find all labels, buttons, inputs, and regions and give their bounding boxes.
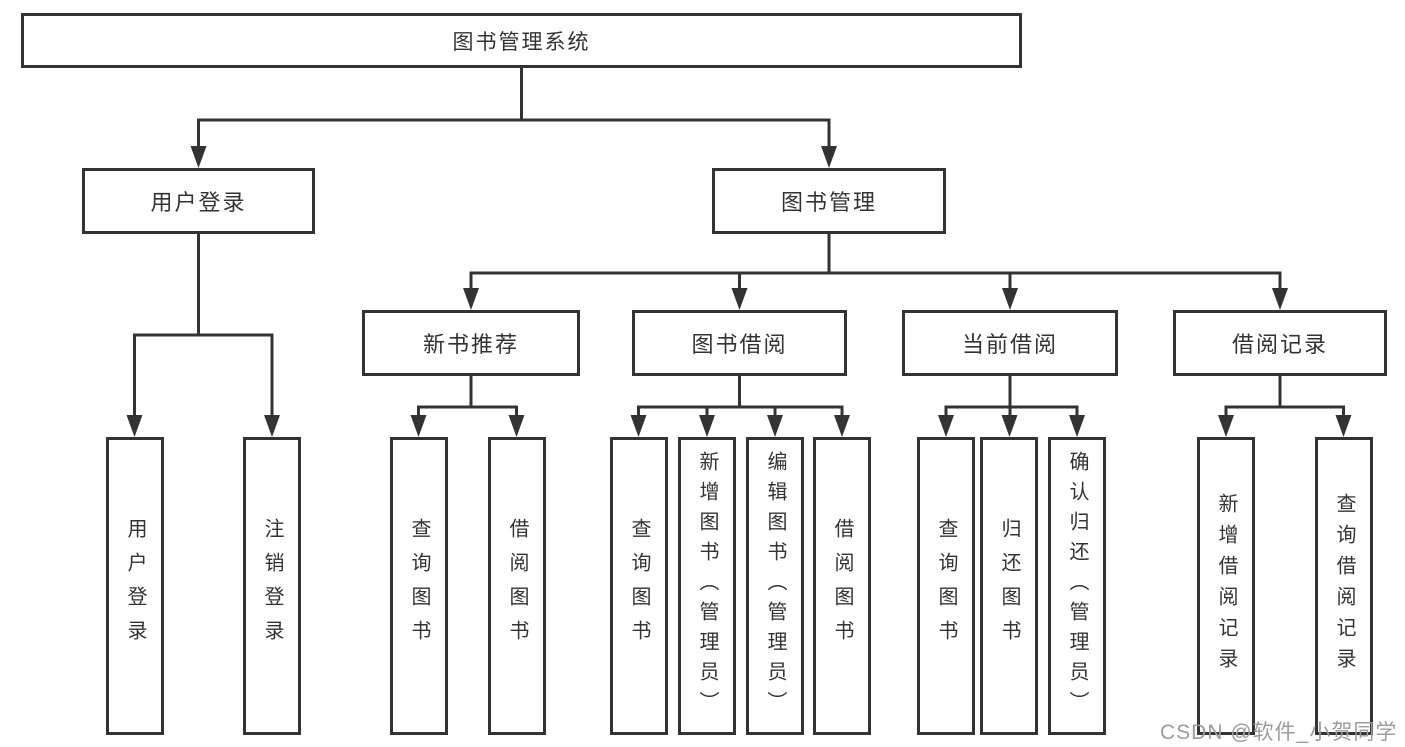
watermark: CSDN @软件_小贺同学: [1160, 721, 1398, 744]
node-return-books: 归还图书: [980, 437, 1038, 735]
node-library-system: 图书管理系统: [21, 13, 1022, 68]
connector-book-borrowing-to-leaves: [630, 376, 850, 437]
connector-book-management-to-level3: [463, 234, 1288, 310]
node-user-login: 用户登录: [82, 168, 315, 234]
node-borrow-books-leaf: 借阅图书: [813, 437, 871, 735]
node-book-borrowing: 图书借阅: [632, 310, 847, 376]
node-query-books-borrowing: 查询图书: [610, 437, 668, 735]
node-query-borrow-record: 查询借阅记录: [1315, 437, 1373, 735]
connector-user-login-to-leaves: [126, 234, 280, 437]
connector-borrow-records-to-leaves: [1218, 376, 1352, 437]
node-logout-leaf: 注销登录: [243, 437, 301, 735]
node-add-book-admin: 新增图书（管理员）: [678, 437, 736, 735]
connector-root-to-level2: [190, 68, 837, 168]
node-query-books-current: 查询图书: [917, 437, 975, 735]
node-borrow-books-recommend: 借阅图书: [488, 437, 546, 735]
node-book-management: 图书管理: [712, 168, 946, 234]
node-new-book-recommend: 新书推荐: [362, 310, 580, 376]
node-edit-book-admin: 编辑图书（管理员）: [746, 437, 804, 735]
node-query-books-recommend: 查询图书: [390, 437, 448, 735]
node-user-login-leaf: 用户登录: [106, 437, 164, 735]
node-current-borrowing: 当前借阅: [902, 310, 1118, 376]
connector-new-book-recommend-to-leaves: [410, 376, 525, 437]
node-add-borrow-record: 新增借阅记录: [1197, 437, 1255, 735]
node-borrow-records: 借阅记录: [1173, 310, 1387, 376]
node-confirm-return-admin: 确认归还（管理员）: [1048, 437, 1106, 735]
connector-current-borrowing-to-leaves: [938, 376, 1085, 437]
